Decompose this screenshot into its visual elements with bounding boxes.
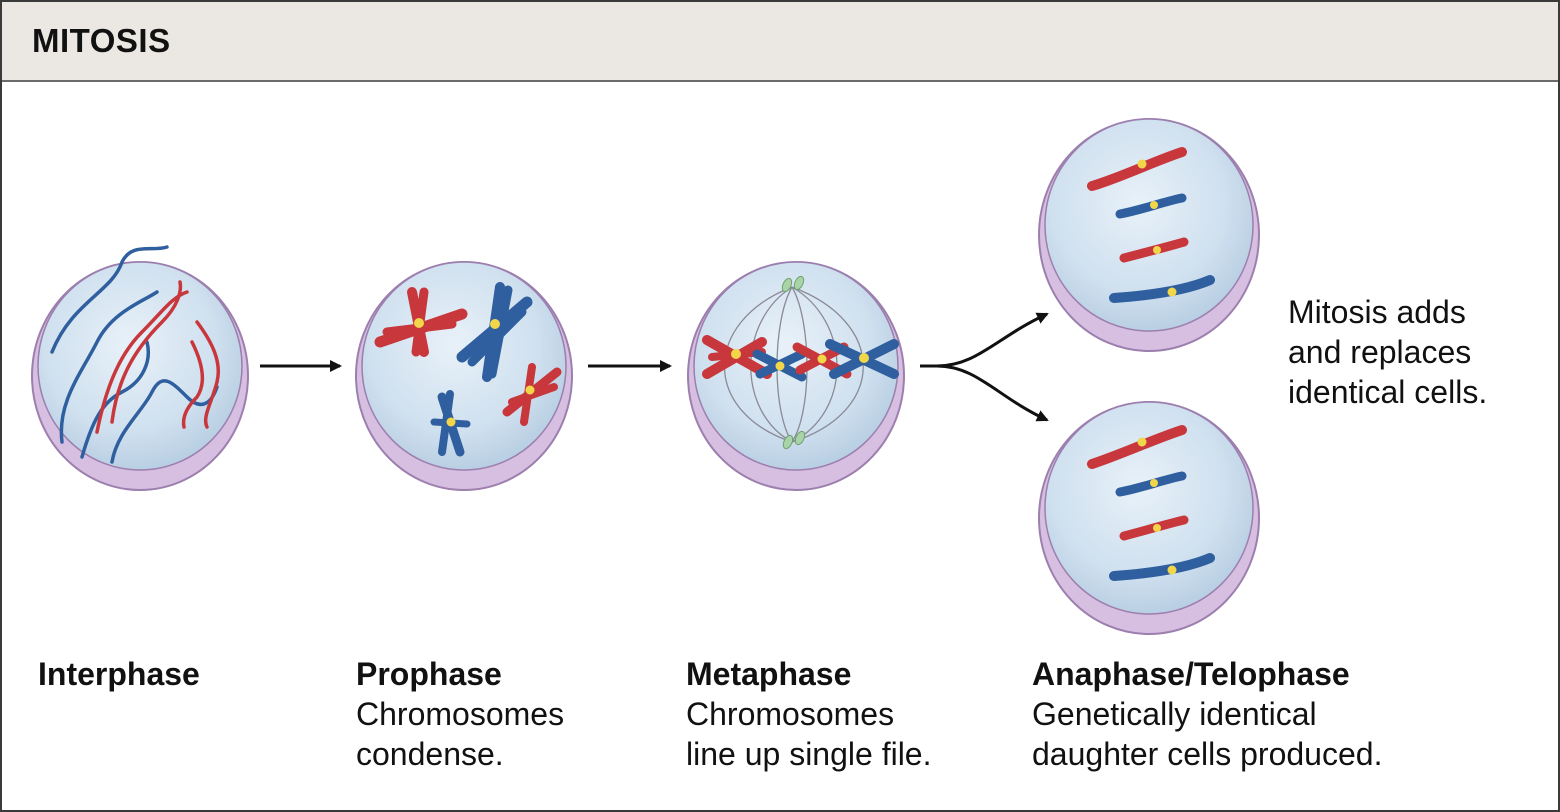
centrioles bbox=[781, 275, 806, 450]
stage-metaphase: Metaphase Chromosomes line up single fil… bbox=[686, 654, 931, 774]
stage-desc: line up single file. bbox=[686, 736, 932, 772]
stage-interphase: Interphase bbox=[38, 654, 200, 694]
header-bar: MITOSIS bbox=[2, 2, 1558, 82]
daughter-bottom-chromosomes bbox=[1087, 425, 1215, 581]
prophase-cell bbox=[355, 261, 573, 491]
stage-desc: Genetically identical bbox=[1032, 696, 1317, 732]
note-line: identical cells. bbox=[1288, 374, 1488, 410]
metaphase-chromosomes bbox=[702, 335, 899, 382]
stage-prophase: Prophase Chromosomes condense. bbox=[356, 654, 564, 774]
stage-name: Prophase bbox=[356, 656, 502, 692]
daughter-cell-bottom bbox=[1038, 401, 1260, 635]
interphase-chromatin bbox=[50, 245, 220, 464]
stage-desc: Chromosomes bbox=[686, 696, 895, 732]
prophase-chromosomes bbox=[374, 282, 562, 457]
stage-name: Interphase bbox=[38, 656, 200, 692]
stage-anaphase-telophase: Anaphase/Telophase Genetically identical… bbox=[1032, 654, 1382, 774]
metaphase-cell bbox=[687, 261, 905, 491]
stage-desc: Chromosomes bbox=[356, 696, 565, 732]
split-arrow bbox=[920, 312, 1049, 422]
mitosis-note: Mitosis adds and replaces identical cell… bbox=[1288, 292, 1487, 412]
stage-name: Metaphase bbox=[686, 656, 852, 692]
note-line: Mitosis adds bbox=[1288, 294, 1466, 330]
note-line: and replaces bbox=[1288, 334, 1472, 370]
daughter-top-chromosomes bbox=[1087, 147, 1215, 303]
stage-name: Anaphase/Telophase bbox=[1032, 656, 1350, 692]
daughter-cell-top bbox=[1038, 118, 1260, 352]
stage-desc: daughter cells produced. bbox=[1032, 736, 1383, 772]
diagram-title: MITOSIS bbox=[32, 22, 171, 59]
interphase-cell bbox=[31, 245, 249, 491]
stage-desc: condense. bbox=[356, 736, 504, 772]
